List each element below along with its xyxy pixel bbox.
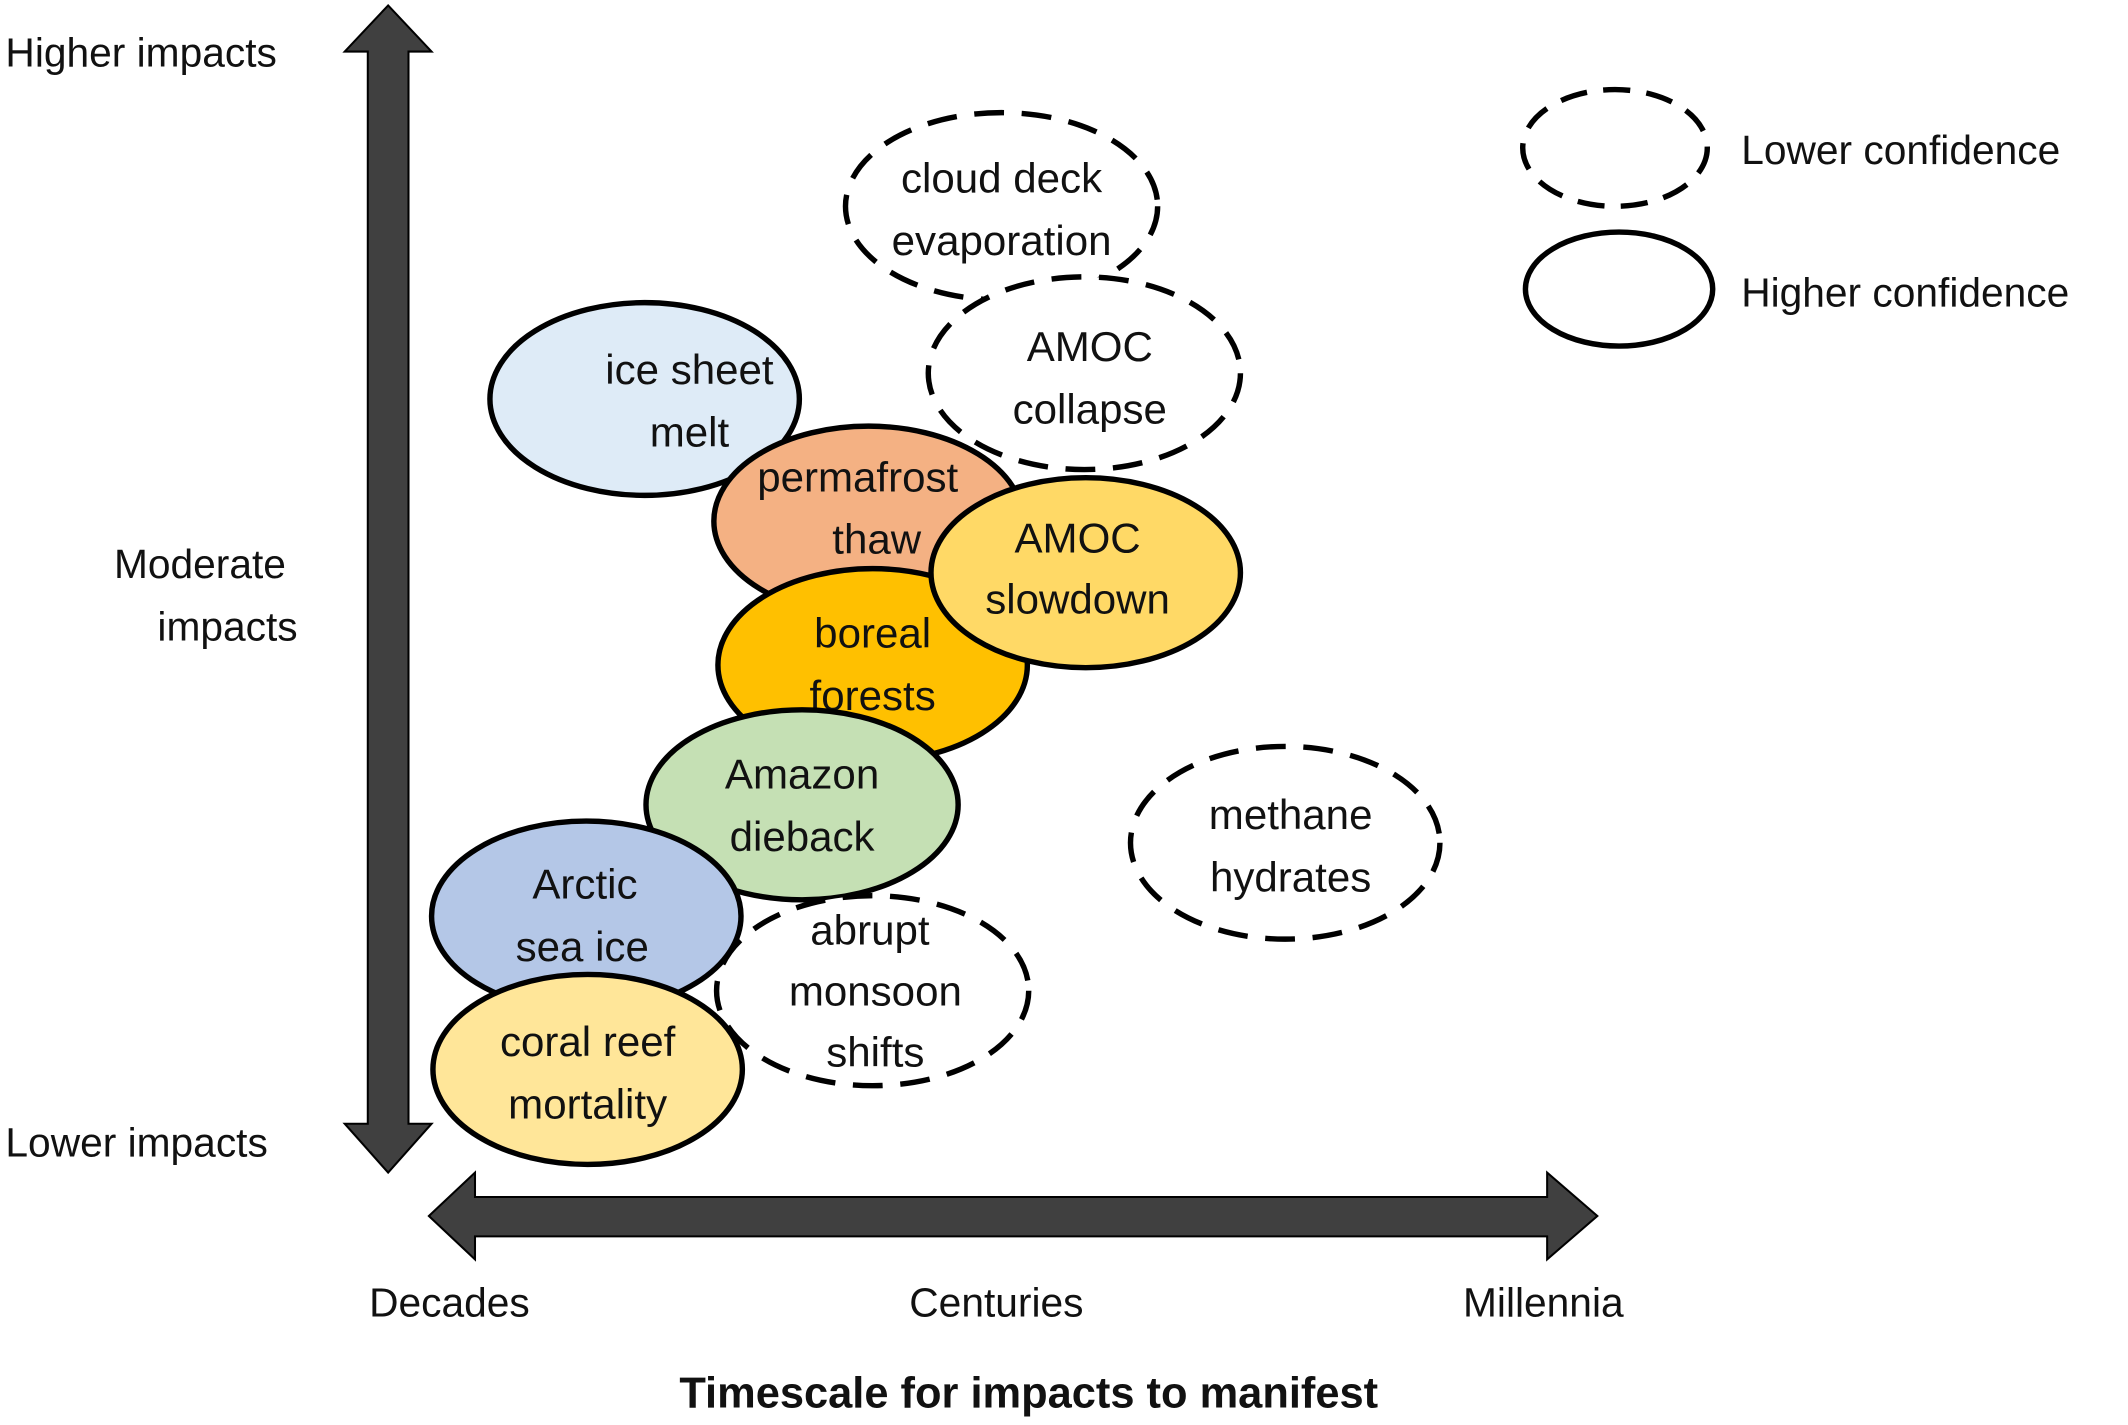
svg-text:Arctic: Arctic: [532, 860, 637, 907]
svg-text:permafrost: permafrost: [757, 453, 958, 500]
x-label-millennia: Millennia: [1463, 1279, 1624, 1325]
x-axis-arrow: [427, 1170, 1599, 1262]
x-label-centuries: Centuries: [909, 1279, 1083, 1325]
bubble-amazon: Amazon dieback: [643, 707, 961, 903]
legend-lower-confidence-icon: [1520, 86, 1710, 210]
svg-text:AMOC: AMOC: [1027, 323, 1153, 370]
legend-higher-confidence-icon: [1522, 229, 1716, 349]
legend-lower-confidence-label: Lower confidence: [1741, 127, 2060, 173]
svg-text:hydrates: hydrates: [1210, 854, 1371, 901]
svg-text:collapse: collapse: [1013, 385, 1167, 432]
svg-text:sea ice: sea ice: [516, 923, 649, 970]
svg-text:AMOC: AMOC: [1014, 514, 1140, 561]
bubble-cloud-deck: cloud deck evaporation: [842, 109, 1161, 303]
bubble-amoc-collapse: AMOC collapse: [925, 274, 1244, 473]
y-label-moderate-2: impacts: [157, 604, 297, 650]
bubble-coral: coral reef mortality: [430, 971, 746, 1168]
bubble-arctic: Arctic sea ice: [428, 818, 744, 1014]
y-label-higher: Higher impacts: [5, 30, 276, 76]
svg-text:coral reef: coral reef: [500, 1018, 676, 1065]
svg-text:shifts: shifts: [826, 1029, 924, 1076]
svg-text:dieback: dieback: [730, 813, 876, 860]
legend-higher-confidence-label: Higher confidence: [1741, 270, 2069, 316]
bubble-amoc-slowdown: AMOC slowdown: [928, 475, 1244, 671]
x-label-decades: Decades: [369, 1279, 530, 1325]
x-axis-title: Timescale for impacts to manifest: [679, 1369, 1378, 1417]
svg-text:Amazon: Amazon: [725, 751, 879, 798]
svg-text:abrupt: abrupt: [810, 907, 930, 954]
bubble-ice-sheet: ice sheet melt: [487, 299, 803, 499]
svg-text:ice sheet: ice sheet: [605, 346, 774, 393]
y-label-lower: Lower impacts: [5, 1119, 267, 1165]
svg-text:methane: methane: [1209, 791, 1373, 838]
svg-text:thaw: thaw: [832, 516, 921, 563]
bubble-methane: methane hydrates: [1127, 743, 1443, 942]
svg-text:cloud deck: cloud deck: [901, 155, 1103, 202]
svg-text:melt: melt: [650, 409, 730, 456]
svg-text:monsoon: monsoon: [789, 968, 962, 1015]
bubble-monsoon: abrupt monsoon shifts: [713, 893, 1032, 1089]
y-label-moderate-1: Moderate: [114, 541, 286, 587]
y-axis-arrow: [342, 3, 434, 1175]
svg-text:mortality: mortality: [508, 1080, 667, 1127]
svg-text:slowdown: slowdown: [985, 575, 1170, 622]
svg-text:boreal: boreal: [814, 609, 931, 656]
svg-text:evaporation: evaporation: [892, 217, 1112, 264]
